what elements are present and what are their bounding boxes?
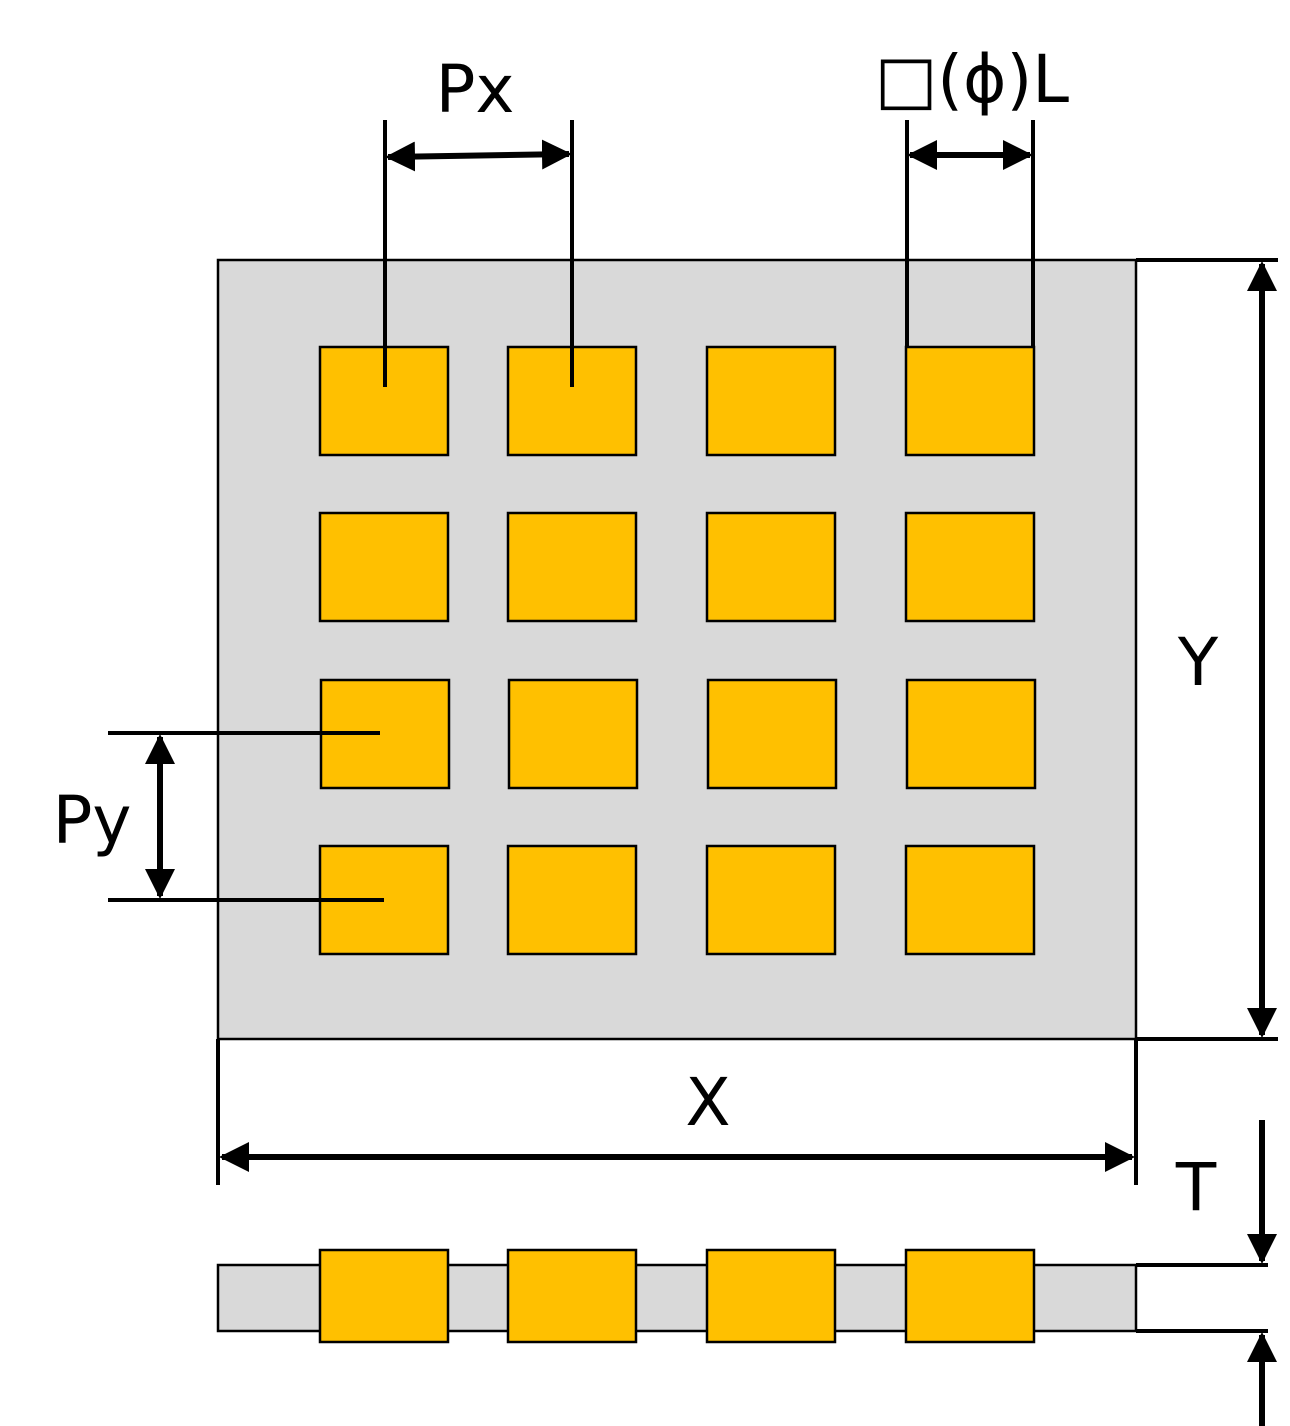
- patch-grid: [318, 345, 1037, 956]
- l-label: □(ϕ)L: [875, 41, 1069, 118]
- px-dimension: Px: [383, 51, 574, 387]
- py-label: Py: [53, 782, 132, 859]
- patch-r1-c4: [904, 345, 1036, 457]
- patch-r2-c2: [506, 511, 638, 623]
- y-dimension: Y: [1136, 258, 1278, 1041]
- patch-r2-c3: [705, 511, 837, 623]
- t-label: T: [1175, 1149, 1217, 1226]
- patch-r3-c3: [706, 678, 838, 790]
- patch-r3-c2: [507, 678, 639, 790]
- side-patch-1: [318, 1248, 450, 1344]
- px-label: Px: [436, 51, 515, 128]
- side-patch-3: [705, 1248, 837, 1344]
- patch-r2-c4: [904, 511, 1036, 623]
- patch-r4-c2: [506, 844, 638, 956]
- patch-side-view: [318, 1248, 1036, 1344]
- patch-r1-c3: [705, 345, 837, 457]
- patch-r4-c3: [705, 844, 837, 956]
- patch-r3-c4: [905, 678, 1037, 790]
- t-dimension: T: [1136, 1120, 1277, 1426]
- x-label: X: [685, 1064, 730, 1141]
- py-dimension: Py: [53, 731, 384, 902]
- side-patch-4: [904, 1248, 1036, 1344]
- patch-r2-c1: [318, 511, 450, 623]
- y-label: Y: [1177, 624, 1219, 701]
- side-patch-2: [506, 1248, 638, 1344]
- x-dimension: X: [216, 1039, 1138, 1185]
- l-dimension: □(ϕ)L: [875, 41, 1069, 346]
- patch-r4-c4: [904, 844, 1036, 956]
